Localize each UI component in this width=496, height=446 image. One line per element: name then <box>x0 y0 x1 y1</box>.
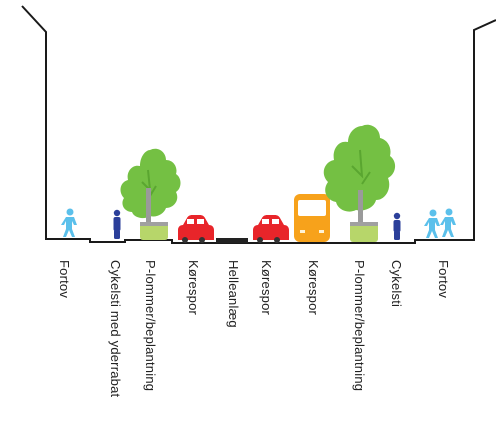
tree-icon <box>323 124 396 242</box>
bus-icon <box>294 194 330 242</box>
car-icon <box>253 215 289 243</box>
label-p-lommer-beplantning-right: P-lommer/beplantning <box>352 260 367 392</box>
cyclist-icon <box>393 212 401 240</box>
cyclist-icon <box>113 209 121 239</box>
pedestrians-icon <box>424 208 456 238</box>
street-profile-line <box>21 5 496 244</box>
median-icon <box>216 238 248 243</box>
tree-icon <box>120 148 181 240</box>
label-fortov-right: Fortov <box>436 260 451 299</box>
label-p-lommer-beplantning-left: P-lommer/beplantning <box>143 260 158 392</box>
pedestrian-icon <box>61 208 77 237</box>
label-korespor-3: Kørespor <box>306 260 321 316</box>
label-korespor-1: Kørespor <box>186 260 201 316</box>
label-cykelsti: Cykelsti <box>389 260 404 308</box>
car-icon <box>178 215 214 243</box>
label-helleanlaeg: Helleanlæg <box>226 260 241 328</box>
label-korespor-2: Kørespor <box>259 260 274 316</box>
label-cykelsti-med-yderrabat: Cykelsti med yderrabat <box>108 260 123 398</box>
label-fortov-left: Fortov <box>57 260 72 299</box>
